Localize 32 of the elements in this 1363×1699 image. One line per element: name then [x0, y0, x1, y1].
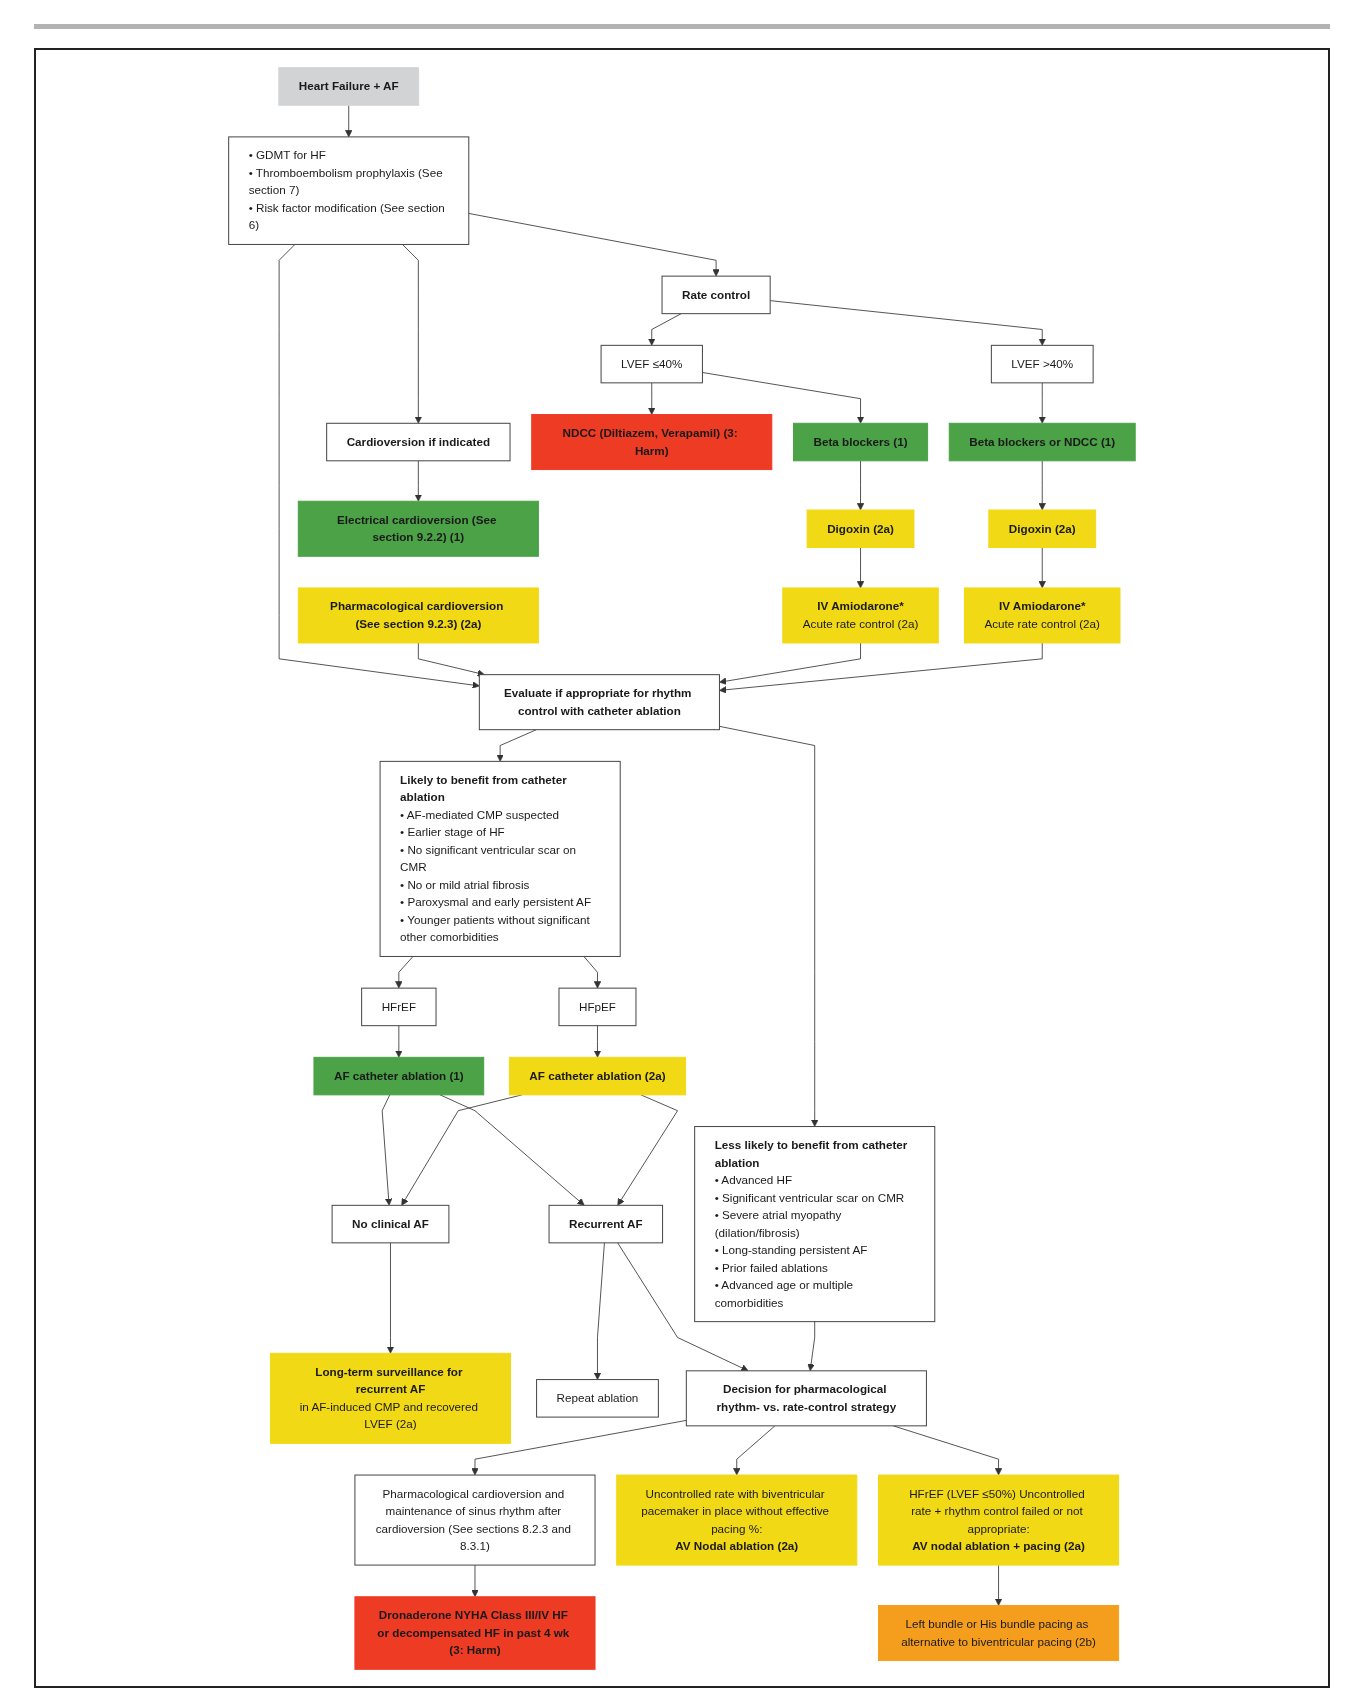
process-box: HFrEF — [361, 987, 437, 1026]
process-box: HFrEF (LVEF ≤50%) Uncontrolled rate + rhythm control failed or not appropriate: AV nodal ablation + pacing (2a) — [878, 1474, 1120, 1566]
process-box: Beta blockers (1) — [793, 422, 929, 461]
process-box: Evaluate if appropriate for rhythm control with catheter ablation — [478, 673, 720, 730]
process-box: NDCC (Diltiazem, Verapamil) (3: Harm) — [531, 413, 773, 470]
process-box: Cardioversion if indicated — [326, 422, 511, 461]
process-box: Digoxin (2a) — [806, 509, 915, 548]
process-box: Decision for pharmacological rhythm- vs. rate-control strategy — [685, 1369, 927, 1426]
start-box: Heart Failure + AF — [278, 66, 420, 106]
process-box: Beta blockers or NDCC (1) — [948, 422, 1136, 461]
process-box: Uncontrolled rate with biventricular pacemaker in place without effective pacing %: AV Nodal ablation (2a) — [616, 1474, 858, 1566]
process-box: HFpEF — [558, 987, 637, 1026]
process-box: LVEF ≤40% — [600, 344, 703, 383]
process-box: No clinical AF — [331, 1204, 450, 1243]
process-box: Electrical cardioversion (See section 9.2.2) (1) — [297, 500, 539, 557]
process-box: LVEF >40% — [990, 344, 1094, 383]
process-box: IV Amiodarone* Acute rate control (2a) — [782, 586, 939, 643]
process-box: Rate control — [661, 275, 771, 314]
process-box: Less likely to benefit from catheter ablation • Advanced HF • Significant ventricular scar on CMR • Severe atrial myopathy (dilation/fibrosis) • Long-standing persistent AF • Prior failed ablations • Advanced age or multiple comorbidities — [694, 1125, 936, 1322]
process-box: Pharmacological cardioversion and maintenance of sinus rhythm after cardioversion (See sections 8.2.3 and 8.3.1) — [354, 1474, 596, 1566]
process-box: Left bundle or His bundle pacing as alternative to biventricular pacing (2b) — [878, 1604, 1120, 1661]
process-box: AF catheter ablation (1) — [313, 1056, 485, 1095]
process-box: Long-term surveillance for recurrent AF in AF-induced CMP and recovered LVEF (2a) — [270, 1352, 512, 1444]
process-box: Digoxin (2a) — [988, 509, 1097, 548]
process-box: AF catheter ablation (2a) — [508, 1056, 687, 1095]
process-box: Likely to benefit from catheter ablation • AF-mediated CMP suspected • Earlier stage of HF • No significant ventricular scar on CMR • No or mild atrial fibrosis • Paroxysmal and early persistent AF • Younger patients without significant other comorbidities — [379, 760, 621, 957]
process-box: Repeat ablation — [536, 1378, 659, 1418]
process-box: Dronaderone NYHA Class III/IV HF or decompensated HF in past 4 wk (3: Harm) — [354, 1595, 596, 1670]
process-box: Pharmacological cardioversion (See section 9.2.3) (2a) — [297, 586, 539, 643]
process-box: IV Amiodarone* Acute rate control (2a) — [964, 586, 1121, 643]
process-box: Recurrent AF — [548, 1204, 664, 1243]
process-box: • GDMT for HF • Thromboembolism prophylaxis (See section 7) • Risk factor modification (See section 6) — [228, 135, 470, 245]
